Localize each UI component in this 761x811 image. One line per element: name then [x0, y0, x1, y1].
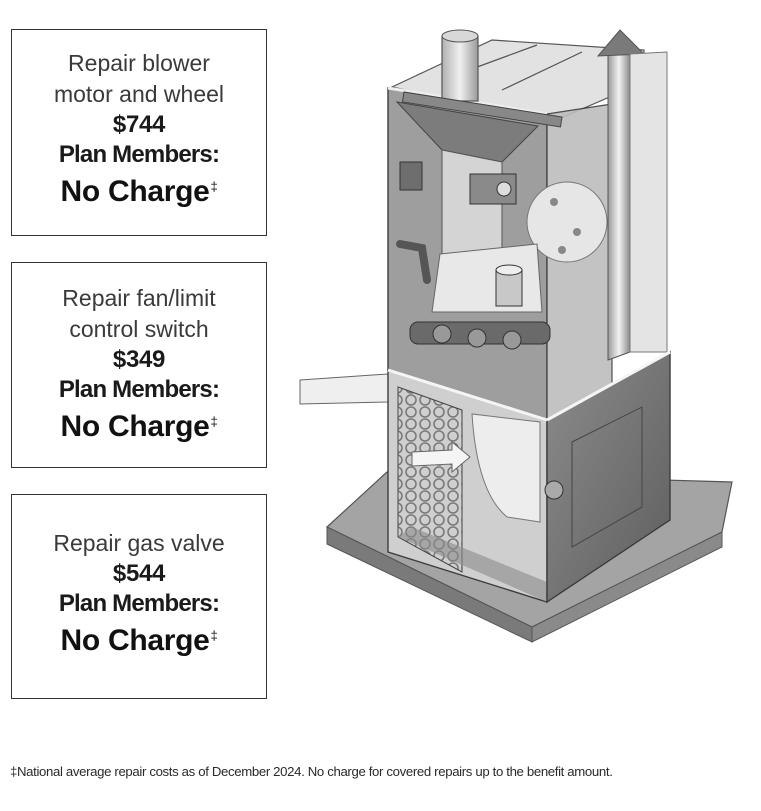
- repair-description: Repair fan/limit: [62, 285, 216, 311]
- hot-air-arrow-icon: [596, 29, 668, 361]
- footnote: ‡National average repair costs as of Dec…: [10, 764, 613, 779]
- furnace-illustration: [299, 29, 733, 643]
- plan-members-value: No Charge‡: [12, 170, 266, 209]
- repair-price: $349: [112, 346, 166, 373]
- plan-members-label: Plan Members:: [58, 141, 220, 168]
- no-charge-text: No Charge: [60, 175, 210, 208]
- flue-pipe: [401, 29, 563, 128]
- repair-price: $544: [112, 560, 166, 587]
- plan-members-label: Plan Members:: [58, 590, 220, 617]
- no-charge-text: No Charge: [60, 410, 210, 443]
- footnote-mark: ‡: [210, 628, 218, 643]
- repair-description: Repair gas valve: [53, 530, 225, 556]
- plan-members-value: No Charge‡: [12, 405, 266, 444]
- repair-description: control switch: [69, 316, 209, 342]
- footnote-mark: ‡: [210, 179, 218, 194]
- plan-members-label: Plan Members:: [58, 376, 220, 403]
- repair-description: Repair blower: [68, 50, 210, 76]
- repair-price: $744: [112, 111, 166, 138]
- repair-card-fan-limit-switch: Repair fan/limit control switch $349 Pla…: [11, 262, 267, 468]
- repair-card-blower-motor: Repair blower motor and wheel $744 Plan …: [11, 29, 267, 236]
- footnote-mark: ‡: [210, 414, 218, 429]
- no-charge-text: No Charge: [60, 624, 210, 657]
- plan-members-value: No Charge‡: [12, 619, 266, 658]
- repair-card-gas-valve: Repair gas valve $544 Plan Members: No C…: [11, 494, 267, 699]
- upper-cabinet: [387, 86, 613, 421]
- repair-description: motor and wheel: [53, 81, 225, 107]
- return-air-duct: [299, 373, 389, 405]
- lower-cabinet: [387, 350, 671, 604]
